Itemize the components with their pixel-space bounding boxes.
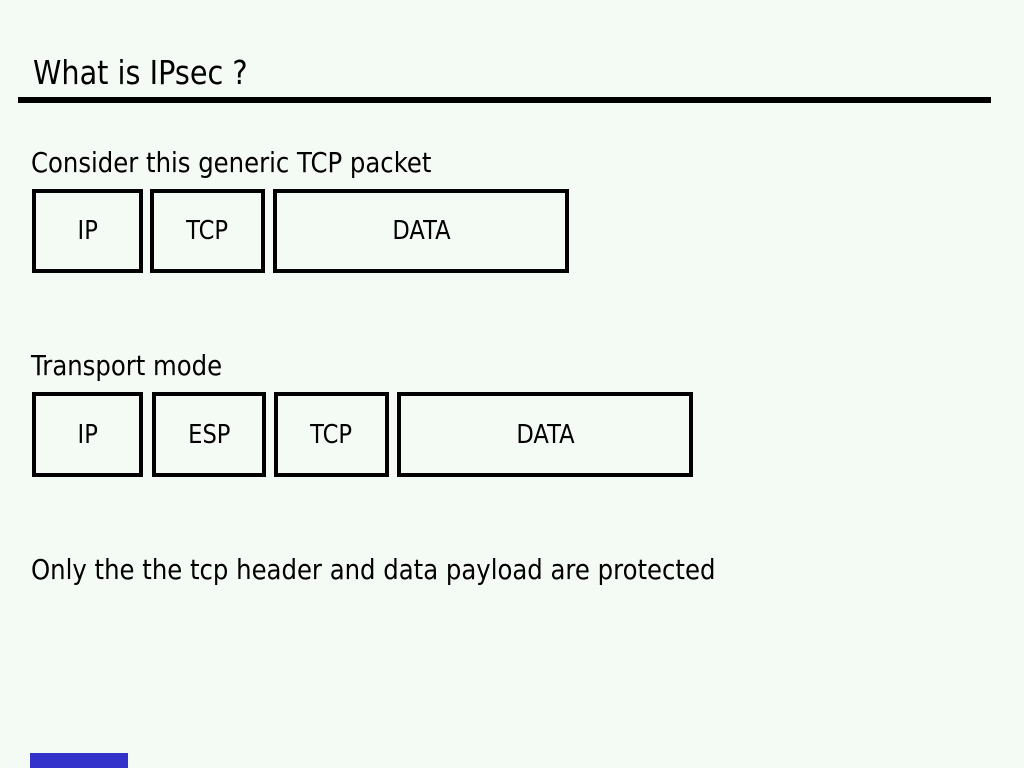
packet-field-label: IP bbox=[77, 419, 98, 450]
packet-field-esp: ESP bbox=[152, 392, 266, 477]
slide-title: What is IPsec ? bbox=[33, 53, 248, 92]
caption-transport-mode: Transport mode bbox=[31, 349, 223, 382]
packet-field-ip: IP bbox=[32, 189, 143, 273]
caption-protection-note: Only the the tcp header and data payload… bbox=[31, 553, 716, 586]
packet-field-label: DATA bbox=[391, 216, 451, 246]
packet-field-label: TCP bbox=[186, 216, 229, 246]
caption-generic-packet: Consider this generic TCP packet bbox=[31, 146, 432, 179]
packet-field-ip: IP bbox=[32, 392, 143, 477]
packet-field-data: DATA bbox=[273, 189, 569, 273]
packet-field-data: DATA bbox=[397, 392, 693, 477]
packet-field-tcp: TCP bbox=[274, 392, 389, 477]
packet-field-tcp: TCP bbox=[150, 189, 265, 273]
packet-field-label: TCP bbox=[310, 419, 353, 450]
slide-progress-bar bbox=[30, 753, 128, 768]
title-underline bbox=[18, 97, 991, 103]
packet-field-label: ESP bbox=[187, 419, 231, 450]
packet-field-label: IP bbox=[77, 216, 98, 246]
packet-field-label: DATA bbox=[515, 419, 575, 450]
